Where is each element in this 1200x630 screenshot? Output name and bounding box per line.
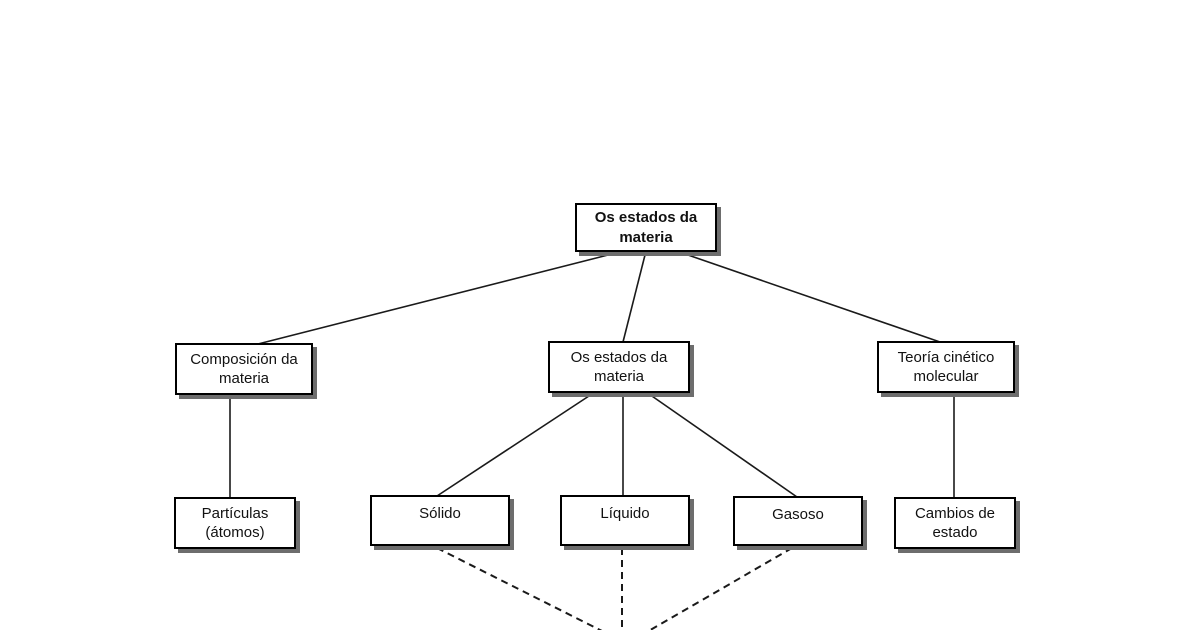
node-label: Sólido bbox=[419, 505, 461, 523]
node-solido: Sólido bbox=[370, 495, 510, 546]
node-label: Líquido bbox=[600, 505, 650, 523]
connector-line-dashed bbox=[436, 547, 603, 630]
node-label: Teoría cinético molecular bbox=[897, 348, 995, 386]
connector-line bbox=[648, 393, 798, 498]
node-gasoso: Gasoso bbox=[733, 496, 863, 546]
connector-line bbox=[622, 254, 646, 343]
node-label: Partículas (átomos) bbox=[201, 504, 269, 542]
node-label: Cambios de estado bbox=[914, 504, 996, 542]
node-label: Os estados da materia bbox=[570, 348, 668, 386]
node-composicion-da-materia: Composición da materia bbox=[175, 343, 313, 395]
node-liquido: Líquido bbox=[560, 495, 690, 546]
node-label: Os estados da materia bbox=[594, 209, 698, 246]
node-label: Gasoso bbox=[772, 505, 824, 523]
node-os-estados-da-materia-root: Os estados da materia bbox=[575, 203, 717, 252]
connector-line-dashed bbox=[648, 547, 793, 630]
node-particulas-atomos: Partículas (átomos) bbox=[174, 497, 296, 549]
node-label: Composición da materia bbox=[190, 350, 298, 388]
node-cambios-de-estado: Cambios de estado bbox=[894, 497, 1016, 549]
node-teoria-cinetico-molecular: Teoría cinético molecular bbox=[877, 341, 1015, 393]
connector-line bbox=[687, 254, 941, 343]
connector-line bbox=[436, 393, 593, 497]
node-os-estados-da-materia: Os estados da materia bbox=[548, 341, 690, 393]
connector-line bbox=[257, 254, 609, 345]
